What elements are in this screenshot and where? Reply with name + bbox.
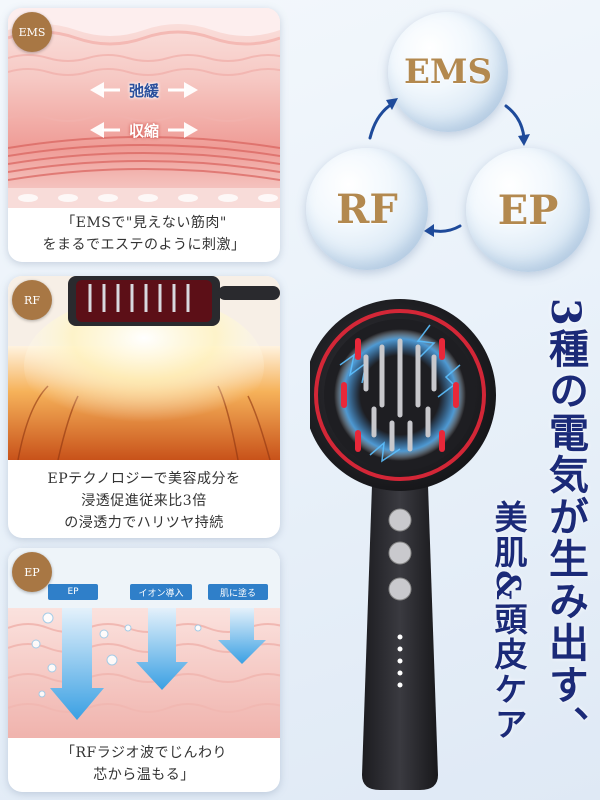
ep-label-ep: EP [48,584,98,600]
ep-caption-line2: 芯から温もる」 [93,767,195,783]
rf-caption-line1: EPテクノロジーで美容成分を [47,471,241,487]
cycle-rf-bubble: RF [306,148,428,270]
ems-caption-line1: 「EMSで"見えない筋肉" [61,215,227,231]
device-buttons [388,508,412,601]
ep-ion-illustration [8,548,280,738]
cycle-ep-bubble: EP [466,148,590,272]
device-illustration [310,299,496,790]
ep-caption-line1: 「RFラジオ波でじんわり [61,745,227,761]
ep-label-apply: 肌に塗る [208,584,268,600]
ep-badge: EP [12,552,52,592]
ems-panel: EMS [8,8,280,262]
contract-label: 収縮 [128,122,159,140]
ep-panel: EP EP イオ [8,548,280,792]
headline-main: 3種の電気が生み出す、 [542,298,589,748]
ep-label-ion: イオン導入 [130,584,192,600]
rf-caption-line3: の浸透力でハリツヤ持続 [64,515,224,531]
ems-badge: EMS [12,12,52,52]
cycle-ems-bubble: EMS [388,12,508,132]
rf-caption-line2: 浸透促進従来比3倍 [81,493,207,509]
relax-label: 弛緩 [128,82,159,100]
ems-caption-line2: をまるでエステのように刺激」 [42,237,246,253]
rf-panel: RF [8,276,280,538]
headline-sub: 美肌&頭皮ケア [489,500,528,742]
rf-badge: RF [12,280,52,320]
ems-skin-illustration [8,8,280,208]
rf-heat-illustration [8,276,280,460]
